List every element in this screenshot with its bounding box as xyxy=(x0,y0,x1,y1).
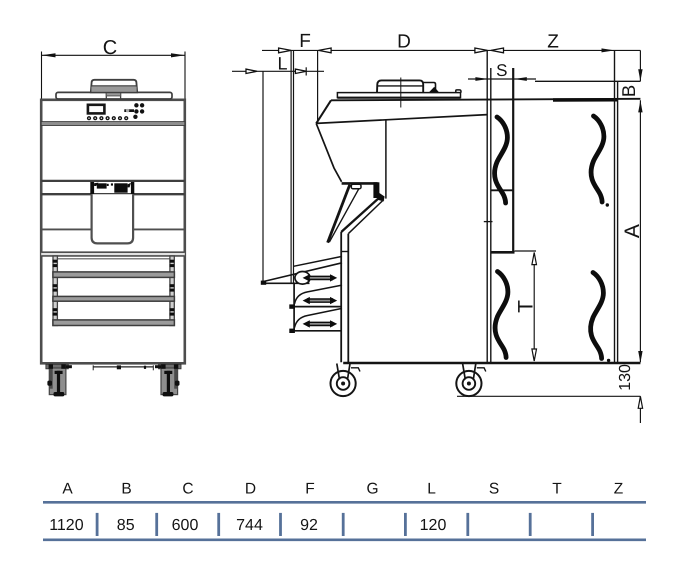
svg-text:L: L xyxy=(277,54,287,74)
svg-text:L: L xyxy=(427,480,436,497)
svg-text:S: S xyxy=(496,61,507,80)
svg-text:B: B xyxy=(618,85,639,97)
svg-text:Z: Z xyxy=(547,31,559,52)
svg-text:D: D xyxy=(397,31,411,52)
svg-text:A: A xyxy=(621,224,644,238)
svg-text:B: B xyxy=(121,480,131,497)
svg-text:D: D xyxy=(245,480,256,497)
svg-text:85: 85 xyxy=(117,517,135,534)
svg-text:600: 600 xyxy=(172,517,199,534)
svg-text:92: 92 xyxy=(300,517,318,534)
svg-text:A: A xyxy=(62,480,73,497)
svg-text:1120: 1120 xyxy=(49,517,84,534)
svg-text:744: 744 xyxy=(236,517,263,534)
svg-text:C: C xyxy=(103,37,117,59)
svg-text:130: 130 xyxy=(617,364,634,391)
svg-text:T: T xyxy=(515,300,538,313)
svg-text:Z: Z xyxy=(614,480,623,497)
svg-text:F: F xyxy=(299,31,311,52)
svg-text:S: S xyxy=(489,480,499,497)
svg-text:T: T xyxy=(552,480,562,497)
svg-text:120: 120 xyxy=(420,517,447,534)
svg-text:F: F xyxy=(305,480,314,497)
svg-text:C: C xyxy=(182,480,193,497)
svg-text:G: G xyxy=(366,480,378,497)
